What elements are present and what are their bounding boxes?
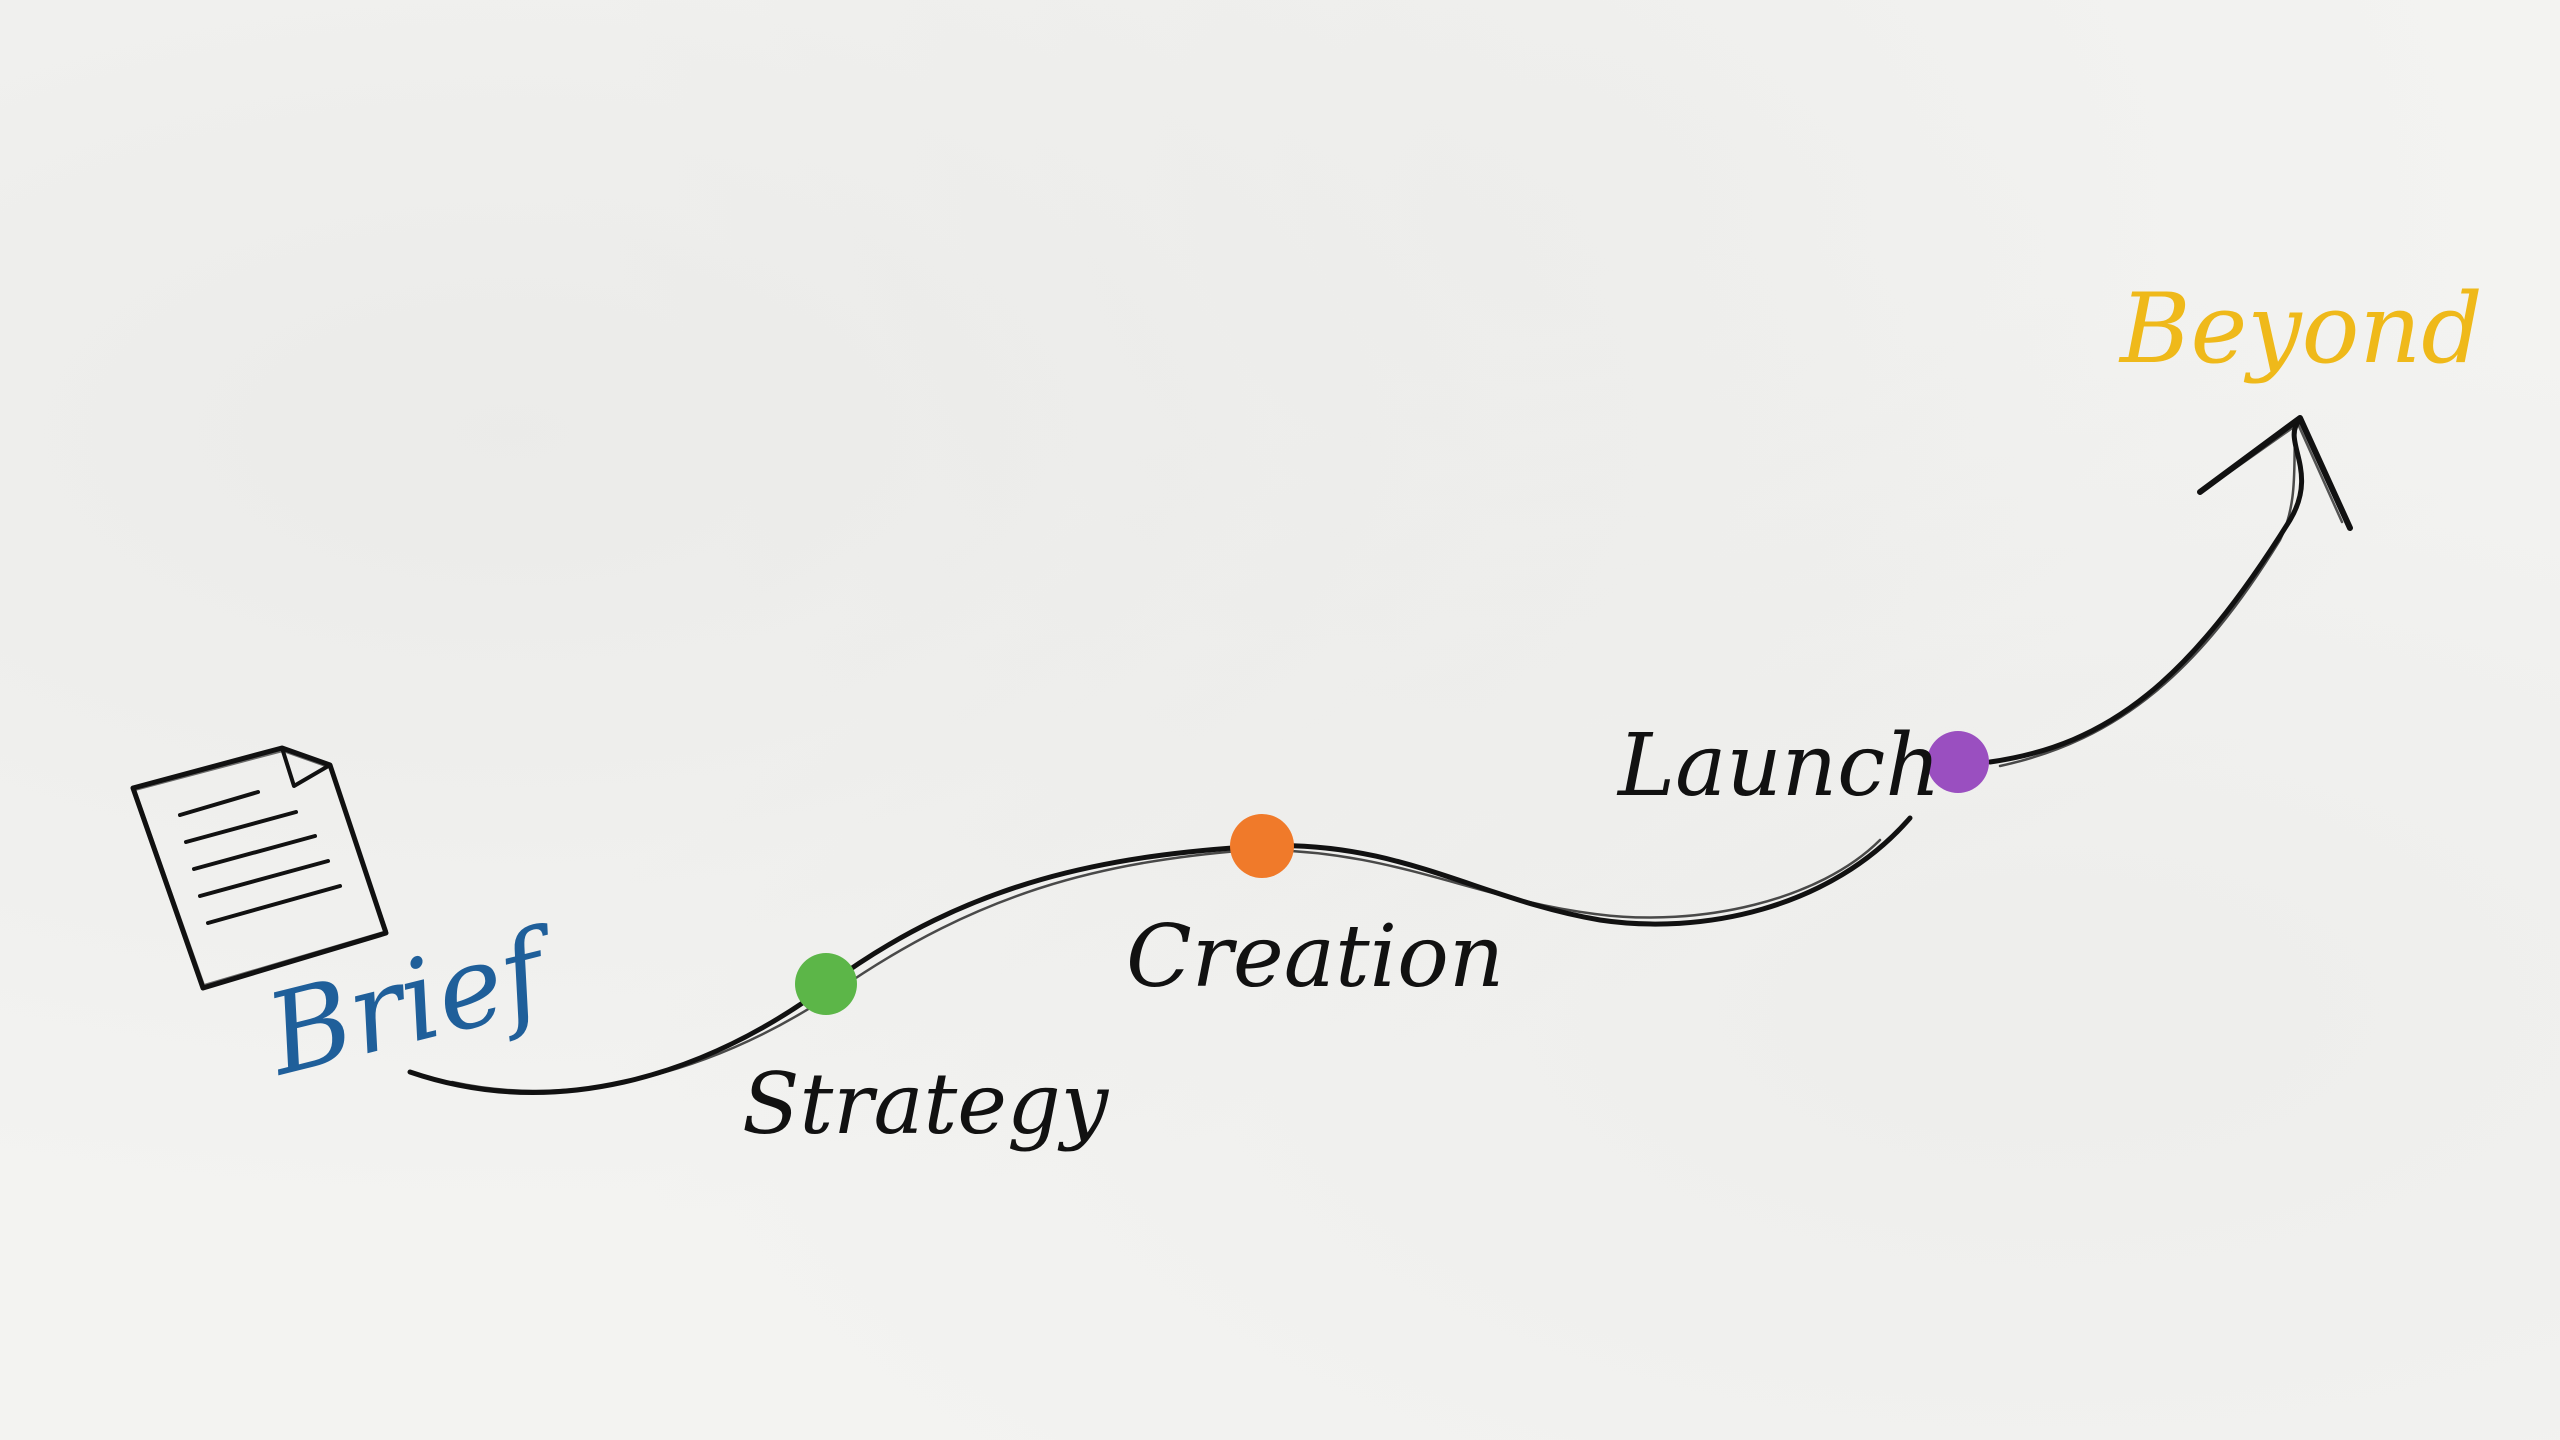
document-icon (130, 745, 389, 991)
launch-dot (1927, 731, 1989, 793)
creation-label: Creation (1126, 907, 1504, 1007)
strategy-label: Strategy (742, 1055, 1110, 1153)
launch-label: Launch (1616, 716, 1941, 816)
arrow-head-icon (2197, 415, 2353, 531)
creation-dot (1230, 814, 1294, 878)
beyond-label: Beyond (2118, 273, 2483, 385)
journey-path (407, 417, 2304, 1095)
strategy-dot (795, 953, 857, 1015)
